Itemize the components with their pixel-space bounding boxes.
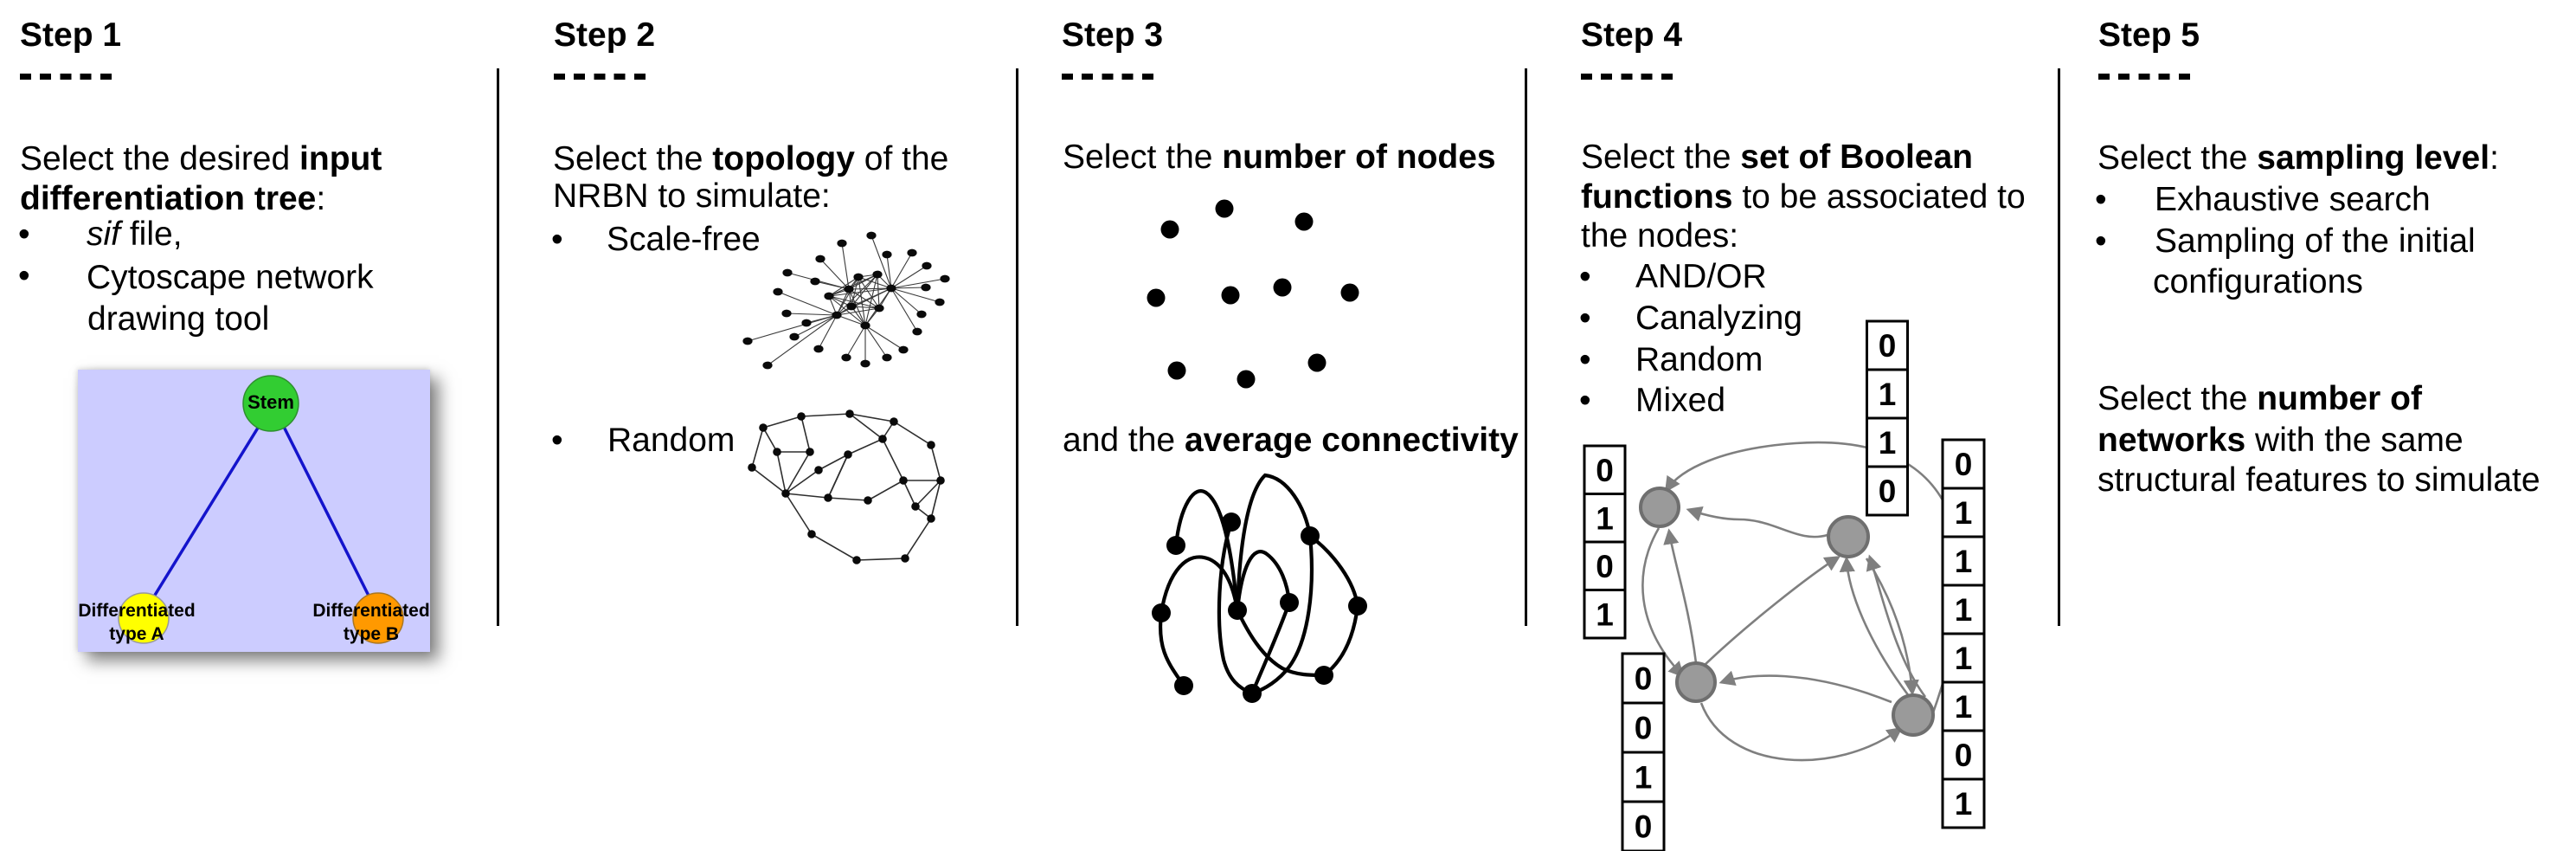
svg-text:1: 1 bbox=[1955, 641, 1973, 676]
svg-text:0: 0 bbox=[1955, 447, 1973, 482]
svg-text:1: 1 bbox=[1955, 592, 1973, 628]
svg-text:1: 1 bbox=[1955, 544, 1973, 579]
svg-text:0: 0 bbox=[1635, 809, 1653, 845]
svg-text:0: 0 bbox=[1596, 549, 1614, 584]
svg-text:0: 0 bbox=[1879, 474, 1897, 509]
svg-text:0: 0 bbox=[1596, 453, 1614, 488]
svg-text:0: 0 bbox=[1635, 711, 1653, 746]
svg-text:1: 1 bbox=[1955, 786, 1973, 822]
svg-text:1: 1 bbox=[1879, 425, 1897, 461]
svg-text:1: 1 bbox=[1955, 689, 1973, 725]
svg-text:type A: type A bbox=[109, 624, 164, 644]
svg-text:Differentiated: Differentiated bbox=[78, 601, 195, 621]
svg-text:0: 0 bbox=[1635, 661, 1653, 697]
svg-text:0: 0 bbox=[1955, 738, 1973, 773]
svg-text:1: 1 bbox=[1596, 500, 1614, 536]
svg-text:Stem: Stem bbox=[247, 391, 294, 413]
svg-text:type B: type B bbox=[344, 624, 399, 644]
svg-text:1: 1 bbox=[1596, 596, 1614, 632]
svg-text:0: 0 bbox=[1879, 328, 1897, 364]
svg-text:1: 1 bbox=[1955, 495, 1973, 531]
svg-text:Differentiated: Differentiated bbox=[312, 601, 429, 621]
svg-text:1: 1 bbox=[1879, 377, 1897, 412]
svg-text:1: 1 bbox=[1635, 760, 1653, 796]
